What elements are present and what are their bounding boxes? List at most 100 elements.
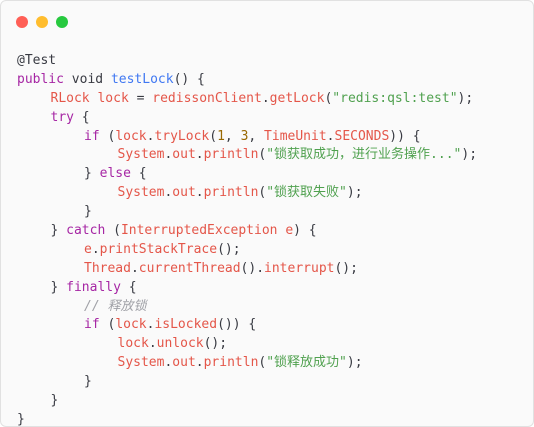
code-token-plain: ( xyxy=(258,147,267,163)
code-token-type: out xyxy=(172,185,196,201)
code-token-type: e xyxy=(277,223,294,239)
code-token-number: 1 xyxy=(217,128,225,144)
code-token-plain: . xyxy=(148,336,157,352)
code-token-plain: { xyxy=(120,279,137,295)
code-line: if (lock.isLocked()) { xyxy=(17,316,477,335)
code-token-type: interrupt xyxy=(264,260,335,276)
code-token-plain: (); xyxy=(334,260,358,276)
code-token-string: "锁释放成功" xyxy=(266,355,347,371)
code-token-type: System xyxy=(117,355,165,371)
code-token-type: SECONDS xyxy=(334,128,390,144)
code-token-plain: } xyxy=(84,374,92,390)
code-token-type: printStackTrace xyxy=(99,241,218,257)
code-token-plain: () { xyxy=(173,71,205,87)
close-dot-icon[interactable] xyxy=(16,16,28,28)
code-token-plain: . xyxy=(130,260,139,276)
code-token-plain: { xyxy=(73,109,90,125)
code-token-plain: void xyxy=(63,71,111,87)
code-token-type: System xyxy=(117,147,165,163)
code-token-plain: ( xyxy=(99,317,116,333)
code-line: RLock lock = redissonClient.getLock("red… xyxy=(17,90,477,109)
code-token-plain: . xyxy=(195,185,204,201)
maximize-dot-icon[interactable] xyxy=(56,16,68,28)
code-token-plain: } xyxy=(17,411,25,427)
code-token-plain: . xyxy=(164,147,173,163)
code-token-keyword: if xyxy=(84,317,100,333)
code-token-plain: = xyxy=(136,90,145,106)
code-block: @Test public void testLock() {RLock lock … xyxy=(17,52,478,427)
code-line: } catch (InterruptedException e) { xyxy=(17,222,477,241)
code-token-plain: . xyxy=(326,128,335,144)
code-token-plain: ) { xyxy=(293,223,317,239)
code-token-string: "锁获取成功，进行业务操作..." xyxy=(266,147,462,163)
code-token-plain: (); xyxy=(217,241,241,257)
code-token-plain: } xyxy=(84,166,100,182)
code-token-plain: } xyxy=(50,393,59,409)
code-token-type: println xyxy=(203,147,259,163)
code-token-plain: . xyxy=(164,355,173,371)
code-line: Thread.currentThread().interrupt(); xyxy=(17,260,477,279)
code-token-type: InterruptedException xyxy=(120,223,278,239)
code-line: System.out.println("锁获取成功，进行业务操作..."); xyxy=(17,146,478,165)
code-token-plain: . xyxy=(195,355,204,371)
code-token-type: println xyxy=(203,355,259,371)
code-token-type: lock xyxy=(89,90,137,106)
code-line: System.out.println("锁获取失败"); xyxy=(17,184,477,203)
code-token-plain: ( xyxy=(99,128,116,144)
code-line: } else { xyxy=(17,165,477,184)
code-token-plain: ( xyxy=(209,128,218,144)
code-token-plain: . xyxy=(164,185,173,201)
code-token-plain: ); xyxy=(346,185,363,201)
code-line: public void testLock() { xyxy=(17,71,477,90)
code-token-plain: . xyxy=(261,90,270,106)
code-token-type: getLock xyxy=(269,90,325,106)
code-token-plain: ); xyxy=(461,147,478,163)
code-token-plain: ); xyxy=(346,355,363,371)
code-line: if (lock.tryLock(1, 3, TimeUnit.SECONDS)… xyxy=(17,128,477,147)
code-token-plain: } xyxy=(50,223,67,239)
minimize-dot-icon[interactable] xyxy=(36,16,48,28)
code-token-plain: . xyxy=(146,317,155,333)
code-token-keyword: if xyxy=(84,128,100,144)
code-token-plain: (); xyxy=(203,336,228,352)
code-token-plain: ( xyxy=(258,185,267,201)
code-token-keyword: catch xyxy=(66,223,106,239)
code-token-plain: @Test xyxy=(17,53,57,68)
code-token-plain: . xyxy=(195,147,204,163)
code-token-type: println xyxy=(203,185,259,201)
code-token-type: e xyxy=(84,241,92,257)
code-token-type: System xyxy=(117,185,165,201)
code-token-type: redissonClient xyxy=(144,90,262,106)
code-token-plain: (). xyxy=(240,260,265,276)
code-line: e.printStackTrace(); xyxy=(17,241,477,260)
code-token-plain: ( xyxy=(105,223,121,239)
code-token-number: 3 xyxy=(240,128,249,144)
code-line: @Test xyxy=(17,52,477,71)
code-line: lock.unlock(); xyxy=(17,335,477,354)
code-token-plain: } xyxy=(50,279,67,295)
code-token-type: tryLock xyxy=(154,128,210,144)
code-token-keyword: finally xyxy=(66,279,121,295)
code-line: } xyxy=(17,411,477,427)
code-token-plain: , xyxy=(248,128,265,144)
code-token-string: "redis:qsl:test" xyxy=(332,90,458,106)
code-line: } finally { xyxy=(17,279,477,298)
code-token-type: TimeUnit xyxy=(264,128,327,144)
code-token-type: lock xyxy=(115,128,147,144)
code-token-type: unlock xyxy=(156,336,204,352)
code-token-type: out xyxy=(172,355,196,371)
code-token-keyword: try xyxy=(50,109,74,125)
code-line: } xyxy=(17,392,477,411)
code-line: try { xyxy=(17,109,477,128)
code-token-plain: ); xyxy=(457,90,474,106)
code-line: } xyxy=(17,373,477,392)
code-token-plain: ( xyxy=(324,90,333,106)
code-token-plain: } xyxy=(84,204,92,220)
code-token-plain: { xyxy=(130,166,147,182)
code-token-type: lock xyxy=(117,336,149,352)
code-token-plain: . xyxy=(91,241,100,257)
code-token-type: currentThread xyxy=(138,260,241,276)
code-token-plain: )) { xyxy=(389,128,421,144)
code-token-keyword: else xyxy=(99,166,131,182)
